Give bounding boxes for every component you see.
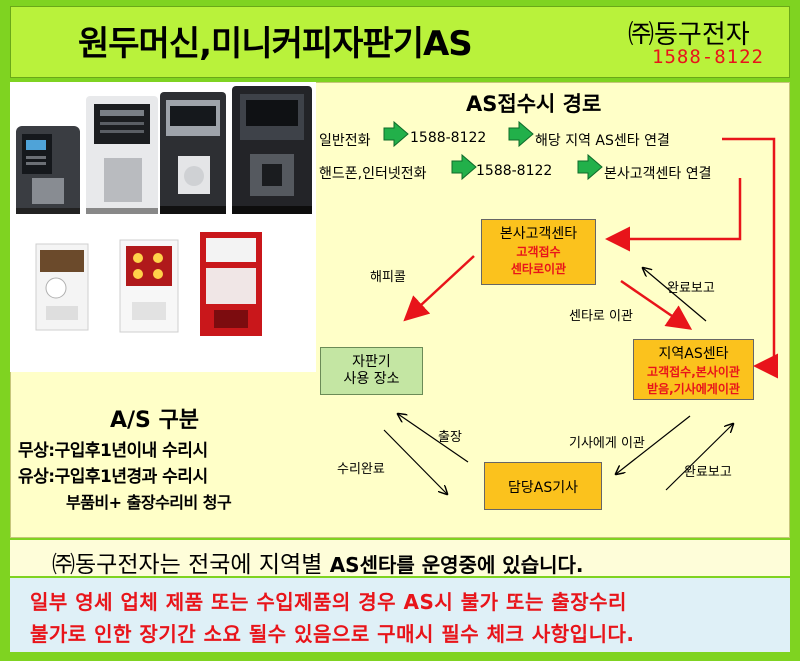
phone-number: 1588-8122 <box>652 46 764 68</box>
notice-bar <box>10 540 790 576</box>
route-row1-target: 해당 지역 AS센타 연결 <box>535 133 670 149</box>
notice-text-b: AS센타를 운영중에 있습니다. <box>329 553 584 577</box>
hq-center-title: 본사고객센타 <box>499 226 578 242</box>
route-row2-source: 핸드폰,인터넷전화 <box>319 166 427 182</box>
as-free-line: 무상:구입후1년이내 수리시 <box>18 441 208 461</box>
espresso-machine-2-image <box>86 96 158 214</box>
route-row2-to-hq-arrow <box>605 178 742 252</box>
site-box: 자판기 사용 장소 <box>320 347 423 395</box>
company-name: ㈜동구전자 <box>628 20 750 50</box>
site-line1: 자판기 <box>352 354 391 370</box>
route-row1-number: 1588-8122 <box>410 130 487 146</box>
hq-center-line2: 센타로이관 <box>510 262 567 276</box>
page-title: 원두머신,미니커피자판기AS <box>78 24 473 64</box>
route-row1-to-regional-arrow <box>722 137 778 379</box>
coffee-machines-illustration <box>16 86 312 336</box>
mini-vending-machine-3-image <box>200 232 262 336</box>
regional-center-title: 지역AS센타 <box>658 346 729 362</box>
happycall-label: 해피콜 <box>370 270 406 285</box>
regional-center-line1: 고객접수,본사이관 <box>647 365 740 379</box>
hq-center-line1: 고객접수 <box>516 245 561 259</box>
mini-vending-machine-2-image <box>119 239 179 333</box>
espresso-machine-1-image <box>16 126 80 214</box>
repair-done-label: 수리완료 <box>337 462 385 477</box>
green-arrow-icon-4 <box>577 153 603 181</box>
technician-box: 담당AS기사 <box>484 462 602 510</box>
done-report-label-2: 완료보고 <box>684 465 732 480</box>
header-banner <box>10 6 790 78</box>
green-arrow-icon-2 <box>508 120 534 148</box>
warning-line-2: 불가로 인한 장기간 소요 될수 있음으로 구매시 필수 체크 사항입니다. <box>30 622 635 646</box>
site-line2: 사용 장소 <box>343 371 400 387</box>
mini-vending-machine-1-image <box>35 243 89 331</box>
to-center-label: 센타로 이관 <box>569 309 633 324</box>
happycall-arrow <box>403 255 475 322</box>
regional-center-box: 지역AS센타 고객접수,본사이관 받음,기사에게이관 <box>633 339 754 400</box>
green-arrow-icon-1 <box>383 120 409 148</box>
repair-done-arrow <box>383 429 447 494</box>
hq-to-regional-arrow <box>620 279 693 330</box>
to-tech-arrow <box>616 415 691 474</box>
route-title: AS접수시 경로 <box>466 92 602 116</box>
done-report-arrow-2 <box>665 424 733 491</box>
as-paid-line: 유상:구입후1년경과 수리시 <box>18 467 208 487</box>
as-section-title: A/S 구분 <box>110 408 200 433</box>
green-arrow-icon-3 <box>451 153 477 181</box>
done-report-arrow-1 <box>643 268 707 322</box>
technician-title: 담당AS기사 <box>508 480 578 496</box>
hq-center-box: 본사고객센타 고객접수 센타로이관 <box>481 219 596 285</box>
notice-text-a: ㈜동구전자는 전국에 지역별 <box>52 552 330 578</box>
as-paid-note: 부품비+ 출장수리비 청구 <box>66 493 232 512</box>
espresso-machine-3-image <box>160 92 226 214</box>
route-row1-source: 일반전화 <box>319 133 371 149</box>
warning-bar <box>10 578 790 652</box>
route-row2-target: 본사고객센타 연결 <box>604 166 712 182</box>
route-row2-number: 1588-8122 <box>476 163 553 179</box>
dispatch-label: 출장 <box>438 430 462 445</box>
to-tech-label: 기사에게 이관 <box>569 436 645 451</box>
espresso-machine-4-image <box>232 86 312 214</box>
warning-line-1: 일부 영세 업체 제품 또는 수입제품의 경우 AS시 불가 또는 출장수리 <box>30 590 627 614</box>
regional-center-line2: 받음,기사에게이관 <box>647 382 740 396</box>
product-photo-area <box>10 82 316 372</box>
done-report-label-1: 완료보고 <box>667 281 715 296</box>
notice-text: ㈜동구전자는 전국에 지역별 AS센타를 운영중에 있습니다. <box>52 545 584 579</box>
dispatch-arrow <box>398 414 469 463</box>
